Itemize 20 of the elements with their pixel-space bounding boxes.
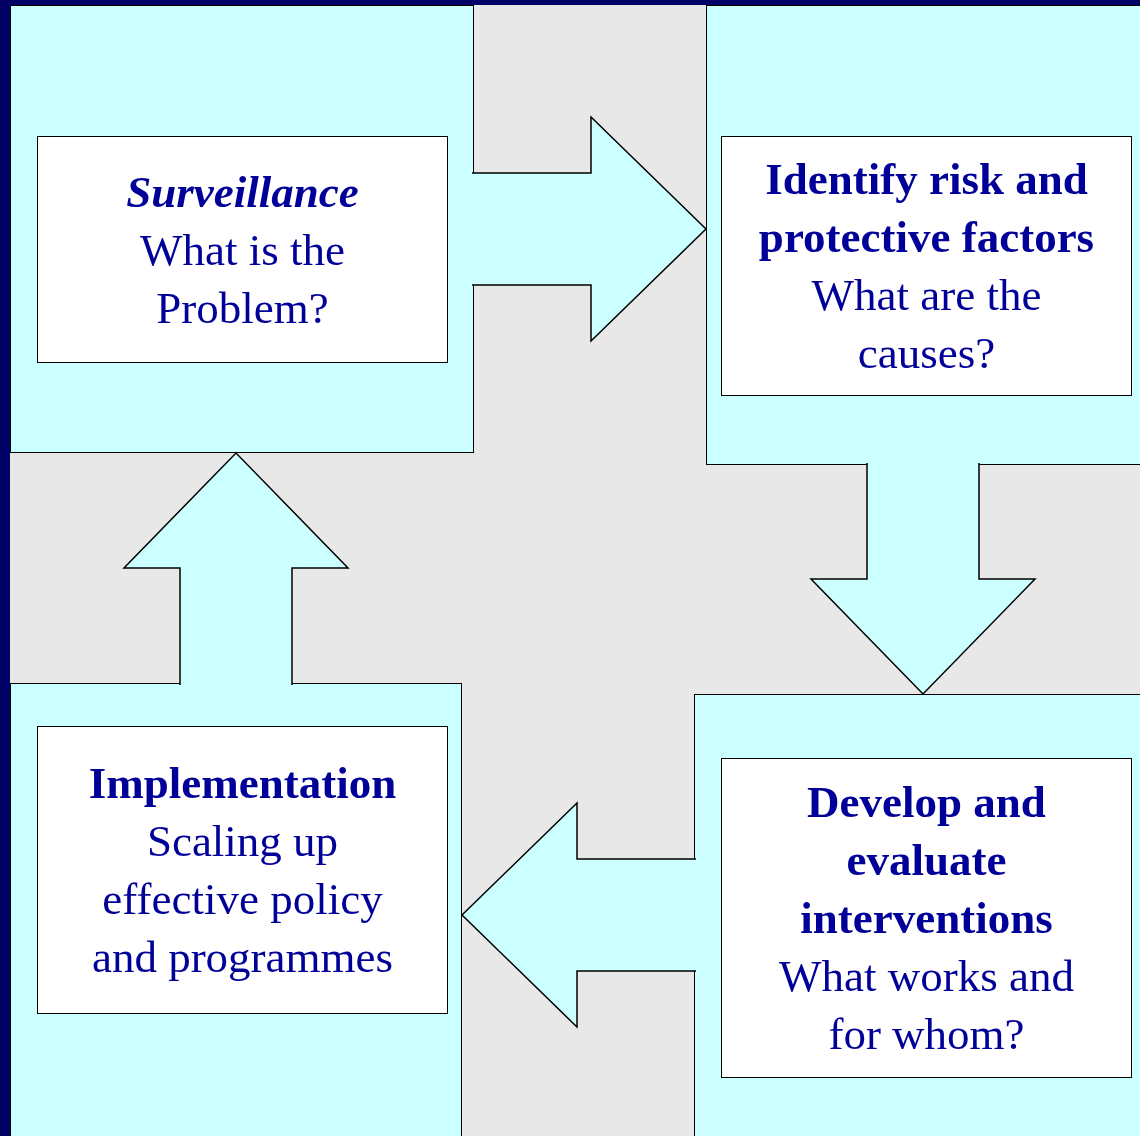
- block-arrow: [460, 801, 697, 1029]
- box-heading: Implementation: [88, 757, 397, 810]
- box-heading: Identify risk and protective factors: [757, 153, 1096, 264]
- box-heading: Surveillance: [126, 165, 359, 219]
- process-box: [37, 136, 448, 363]
- process-box: [721, 136, 1132, 396]
- box-text: Scaling up effective policy and programmes: [90, 815, 395, 984]
- box-text: What is the Problem?: [139, 223, 346, 335]
- quadrant-panel: [10, 683, 462, 1136]
- block-arrow: [122, 451, 350, 686]
- block-arrow: [471, 115, 708, 343]
- quadrant-panel: [706, 5, 1140, 465]
- quadrant-panel: [694, 694, 1140, 1136]
- quadrant-panel: [10, 5, 474, 453]
- box-text: What works and for whom?: [778, 950, 1075, 1061]
- block-arrow: [809, 462, 1037, 696]
- process-box: [721, 758, 1132, 1078]
- box-heading: Develop and evaluate interventions: [799, 776, 1054, 945]
- box-text: What are the causes?: [810, 269, 1043, 380]
- process-box: [37, 726, 448, 1014]
